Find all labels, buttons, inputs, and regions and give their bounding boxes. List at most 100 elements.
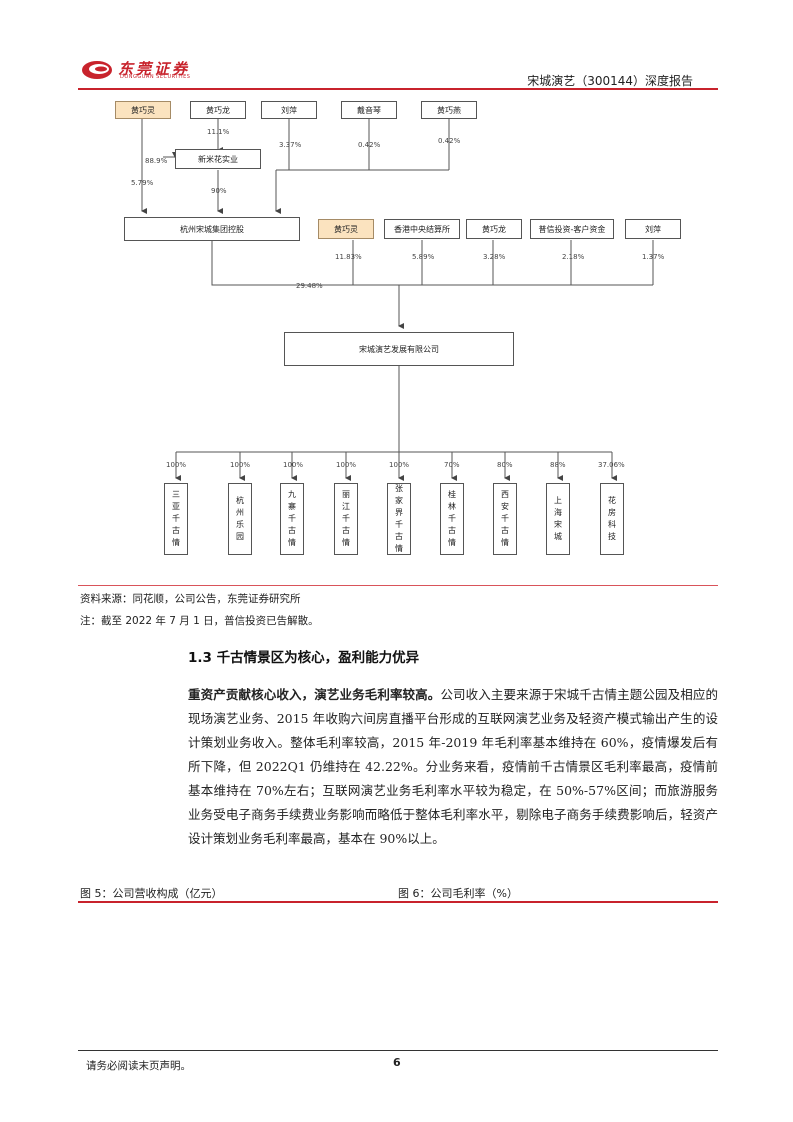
shareholder-box-huang-qiaolong: 黄巧龙 (190, 101, 246, 119)
vertical-char: 九 (288, 490, 296, 499)
shareholder-box-puxin: 普信投资-客户资金 (530, 219, 614, 239)
vertical-char: 千 (288, 514, 296, 523)
vertical-char: 古 (395, 532, 403, 541)
shareholder-box-huang-qiaoling-2: 黄巧灵 (318, 219, 374, 239)
subsidiary-pct: 100% (389, 461, 410, 469)
header-divider (78, 88, 718, 90)
subsidiary-box-jiuzhai: 九寨千古情 (280, 483, 304, 555)
vertical-char: 张 (395, 484, 403, 493)
subsidiary-box-lijiang: 丽江千古情 (334, 483, 358, 555)
figure-divider (78, 901, 718, 903)
source-note: 资料来源：同花顺，公司公告，东莞证券研究所 (80, 593, 301, 605)
vertical-char: 房 (608, 508, 616, 517)
shareholder-box-liu-ping: 刘萍 (261, 101, 317, 119)
pct-label: 5.79% (131, 179, 154, 187)
subsidiary-pct: 100% (166, 461, 187, 469)
vertical-char: 情 (342, 538, 350, 547)
vertical-char: 上 (554, 496, 562, 505)
logo-swoosh-icon (82, 61, 112, 79)
footnote: 注：截至 2022 年 7 月 1 日，普信投资已告解散。 (80, 615, 319, 627)
pct-label: 1.37% (642, 253, 665, 261)
shareholder-box-liu-ping-2: 刘萍 (625, 219, 681, 239)
pct-label: 11.1% (207, 128, 230, 136)
subsidiary-box-zhangjiajie: 张家界千古情 (387, 483, 411, 555)
vertical-char: 情 (501, 538, 509, 547)
entity-box-songcheng-performance: 宋城演艺发展有限公司 (284, 332, 514, 366)
vertical-char: 桂 (448, 490, 456, 499)
vertical-char: 千 (395, 520, 403, 529)
vertical-char: 园 (236, 532, 244, 541)
pct-label: 0.42% (438, 137, 461, 145)
shareholder-box-huang-qiaoling: 黄巧灵 (115, 101, 171, 119)
vertical-char: 古 (501, 526, 509, 535)
section-paragraph: 重资产贡献核心收入，演艺业务毛利率较高。公司收入主要来源于宋城千古情主题公园及相… (188, 683, 718, 851)
section-title: 1.3 千古情景区为核心，盈利能力优异 (188, 650, 420, 666)
pct-label: 90% (211, 187, 227, 195)
entity-box-xinmihua: 新米花实业 (175, 149, 261, 169)
pct-label: 3.28% (483, 253, 506, 261)
vertical-char: 江 (342, 502, 350, 511)
vertical-char: 西 (501, 490, 509, 499)
vertical-char: 丽 (342, 490, 350, 499)
vertical-char: 科 (608, 520, 616, 529)
vertical-char: 技 (608, 532, 616, 541)
vertical-char: 古 (448, 526, 456, 535)
subsidiary-pct: 80% (497, 461, 513, 469)
subsidiary-pct: 100% (336, 461, 357, 469)
subsidiary-box-sanya: 三亚千古情 (164, 483, 188, 555)
subsidiary-pct: 88% (550, 461, 566, 469)
subsidiary-pct: 37.06% (598, 461, 625, 469)
pct-label: 29.48% (296, 282, 323, 290)
vertical-char: 海 (554, 508, 562, 517)
source-divider (78, 585, 718, 586)
vertical-char: 城 (554, 532, 562, 541)
entity-box-songcheng-group: 杭州宋城集团控股 (124, 217, 300, 241)
figure-6-caption: 图 6：公司毛利率（%） (398, 887, 518, 900)
pct-label: 3.37% (279, 141, 302, 149)
vertical-char: 情 (448, 538, 456, 547)
subsidiary-box-huafang: 花房科技 (600, 483, 624, 555)
vertical-char: 千 (342, 514, 350, 523)
report-title: 宋城演艺（300144）深度报告 (527, 74, 693, 88)
subsidiary-box-xian: 西安千古情 (493, 483, 517, 555)
vertical-char: 寨 (288, 502, 296, 511)
vertical-char: 情 (172, 538, 180, 547)
shareholder-box-hkscc: 香港中央结算所 (384, 219, 460, 239)
footer-divider (78, 1050, 718, 1051)
subsidiary-box-shanghai: 上海宋城 (546, 483, 570, 555)
subsidiary-pct: 100% (230, 461, 251, 469)
pct-label: 88.9% (145, 157, 168, 165)
vertical-char: 宋 (554, 520, 562, 529)
vertical-char: 古 (288, 526, 296, 535)
vertical-char: 千 (172, 514, 180, 523)
vertical-char: 家 (395, 496, 403, 505)
vertical-char: 花 (608, 496, 616, 505)
vertical-char: 千 (448, 514, 456, 523)
vertical-char: 古 (342, 526, 350, 535)
logo-text-en: DONGGUAN SECURITIES (120, 74, 191, 80)
pct-label: 5.89% (412, 253, 435, 261)
subsidiary-pct: 70% (444, 461, 460, 469)
vertical-char: 林 (448, 502, 456, 511)
company-logo: 东莞证券 DONGGUAN SECURITIES (80, 58, 230, 82)
vertical-char: 古 (172, 526, 180, 535)
shareholder-box-huang-qiaoyan: 黄巧燕 (421, 101, 477, 119)
figure-5-caption: 图 5：公司营收构成（亿元） (80, 887, 223, 900)
logo-text-cn: 东莞证券 (118, 60, 191, 78)
vertical-char: 三 (172, 490, 180, 499)
shareholder-box-huang-qiaolong-2: 黄巧龙 (466, 219, 522, 239)
page-number: 6 (393, 1056, 401, 1069)
pct-label: 11.83% (335, 253, 362, 261)
vertical-char: 乐 (236, 520, 244, 529)
pct-label: 2.18% (562, 253, 585, 261)
subsidiary-pct: 100% (283, 461, 304, 469)
paragraph-lead: 重资产贡献核心收入，演艺业务毛利率较高。 (188, 687, 441, 702)
vertical-char: 界 (395, 508, 403, 517)
org-connector-lines (141, 117, 654, 481)
subsidiary-box-guilin: 桂林千古情 (440, 483, 464, 555)
vertical-char: 亚 (172, 502, 180, 511)
pct-label: 0.42% (358, 141, 381, 149)
vertical-char: 安 (501, 502, 509, 511)
footer-disclaimer: 请务必阅读末页声明。 (86, 1060, 191, 1072)
vertical-char: 千 (501, 514, 509, 523)
